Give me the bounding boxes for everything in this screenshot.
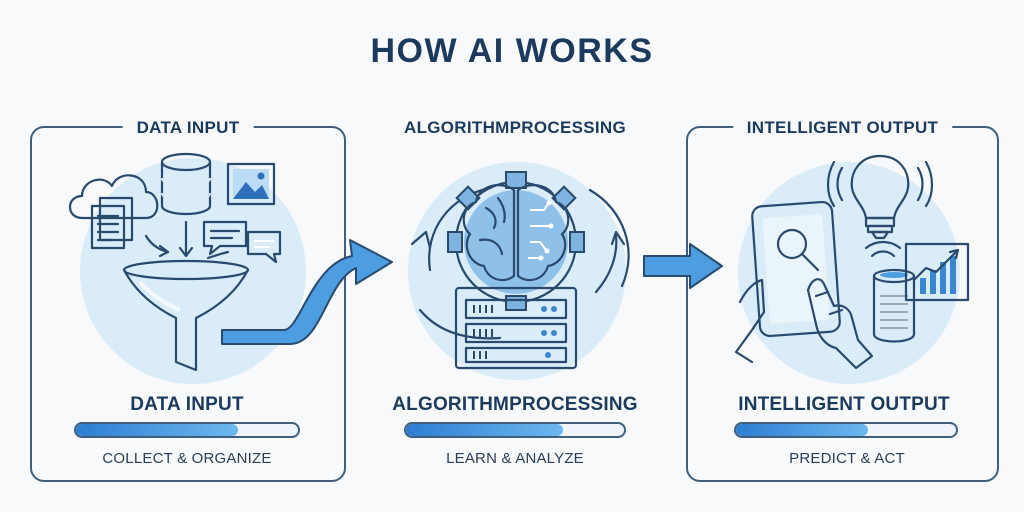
output-caption: PREDICT & ACT <box>789 450 905 467</box>
flow-arrow-1 <box>221 239 393 345</box>
output-progress-bar <box>734 422 958 438</box>
cloud-icon <box>68 174 159 220</box>
flow-arrow-2 <box>643 243 723 289</box>
processing-header-label: ALGORITHMPROCESSING <box>404 118 626 137</box>
output-frame-label: INTELLIGENT OUTPUT <box>732 118 953 138</box>
data-input-frame-label: DATA INPUT <box>122 118 254 138</box>
lightbulb-icon <box>826 154 934 240</box>
documents-icon <box>90 196 134 250</box>
chat-bubbles-icon <box>202 220 282 264</box>
processing-progress-fill <box>406 424 563 436</box>
brain-icon <box>462 184 570 282</box>
intelligent-output-panel: INTELLIGENT OUTPUT <box>686 118 999 482</box>
data-input-progress-fill <box>76 424 239 436</box>
server-icon <box>454 286 578 370</box>
funnel-icon <box>122 259 250 372</box>
processing-title: ALGORITHMPROCESSING <box>392 394 638 415</box>
tablet-search-icon <box>751 200 841 338</box>
data-input-panel: DATA INPUT <box>30 118 346 482</box>
data-input-progress-bar <box>74 422 300 438</box>
gear-icon <box>447 171 585 311</box>
data-input-title: DATA INPUT <box>130 394 244 415</box>
page-title: HOW AI WORKS <box>370 32 654 70</box>
robot-hand-icon <box>734 278 874 370</box>
output-progress-fill <box>736 424 868 436</box>
data-input-caption: COLLECT & ORGANIZE <box>102 450 272 467</box>
processing-caption: LEARN & ANALYZE <box>446 450 584 467</box>
database-icon <box>160 152 212 216</box>
image-icon <box>226 162 276 206</box>
growth-chart-icon <box>904 242 970 302</box>
output-title: INTELLIGENT OUTPUT <box>738 394 950 415</box>
processing-progress-bar <box>404 422 626 438</box>
smart-speaker-icon <box>872 268 916 343</box>
